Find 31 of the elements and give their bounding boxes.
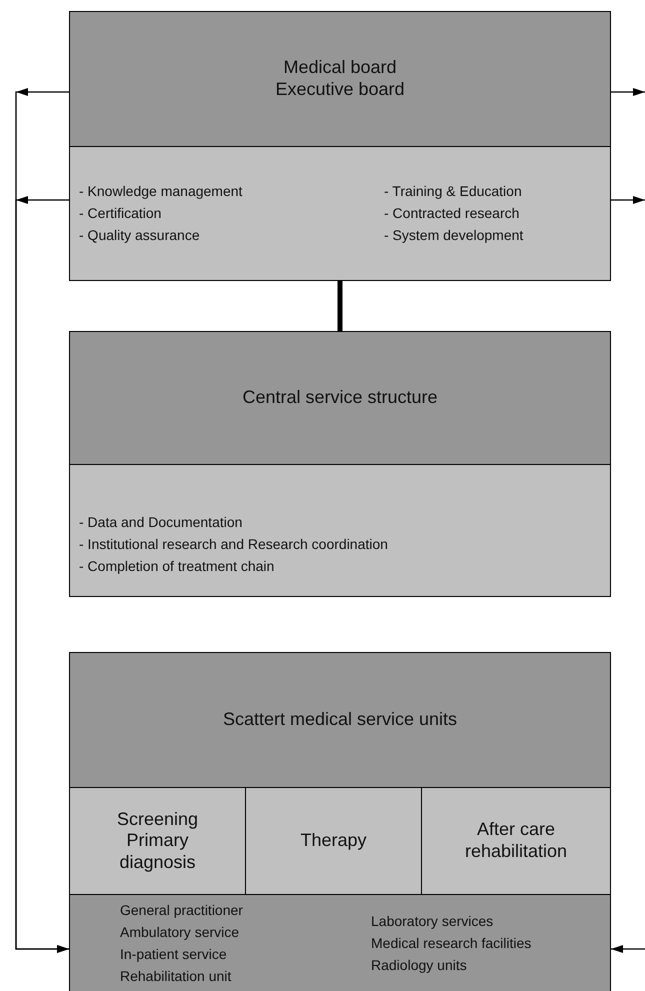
list-item: - Certification [79, 204, 162, 223]
list-item: Ambulatory service [120, 923, 240, 942]
block-heading: Medical board Executive board [274, 57, 406, 101]
heading-box [69, 331, 611, 465]
heading-box [245, 787, 422, 895]
list-item: In-patient service [120, 945, 228, 964]
heading-box [69, 652, 611, 788]
heading-box [69, 11, 611, 147]
heading-box [421, 787, 611, 895]
block-heading: Screening Primary diagnosis [116, 808, 200, 874]
list-item: - Quality assurance [79, 226, 201, 245]
list-item: Medical research facilities [371, 934, 532, 953]
list-panel [69, 894, 611, 991]
block-heading: Scattert medical service units [222, 709, 458, 731]
list-item: Rehabilitation unit [120, 967, 232, 986]
list-item: - Institutional research and Research coordination [79, 535, 388, 554]
list-item: Laboratory services [371, 912, 494, 931]
list-panel [69, 464, 611, 597]
list-item: - Completion of treatment chain [79, 557, 276, 576]
list-item: - Training & Education [384, 182, 523, 201]
list-item: - Contracted research [384, 204, 520, 223]
list-panel [69, 146, 611, 281]
list-item: - Data and Documentation [79, 513, 244, 532]
block-heading: After care rehabilitation [464, 819, 568, 863]
list-item: Radiology units [371, 956, 468, 975]
heading-box [69, 787, 246, 895]
list-item: - Knowledge management [79, 182, 242, 201]
block-heading: Therapy [300, 830, 367, 852]
block-heading: Central service structure [242, 387, 438, 409]
list-item: - System development [384, 226, 524, 245]
list-item: General practitioner [120, 901, 243, 920]
